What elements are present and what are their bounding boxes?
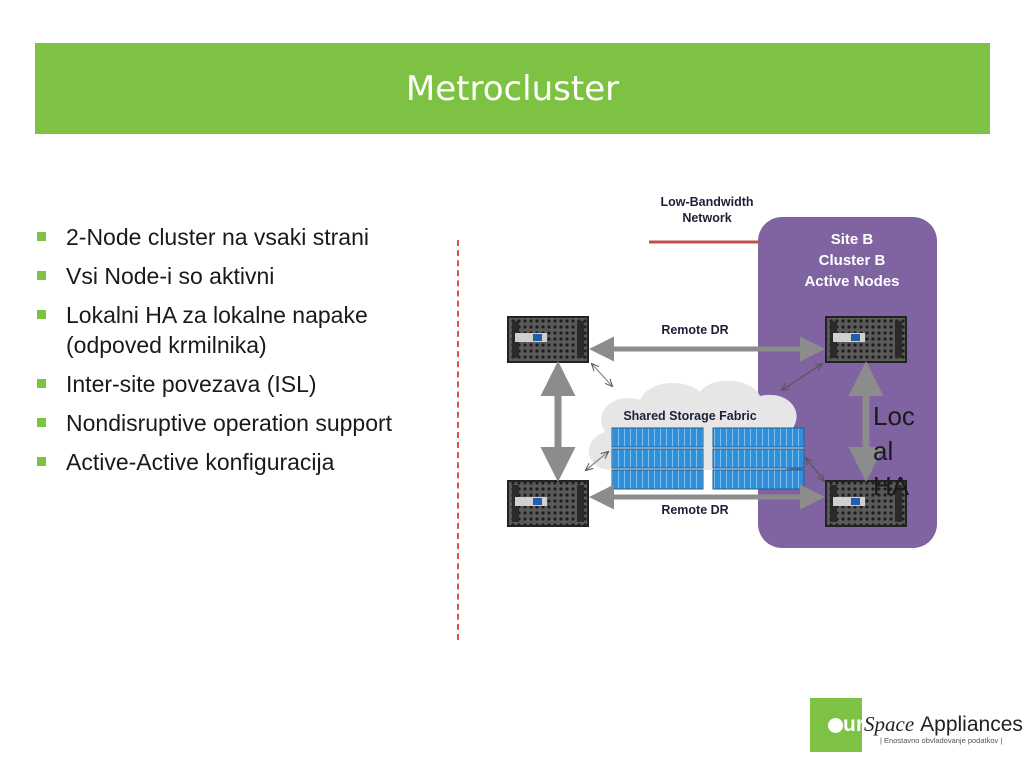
local-ha-label: Loc xyxy=(873,401,915,431)
controller-site-a-top xyxy=(507,316,589,363)
storage-link xyxy=(782,364,822,390)
fabric-label: Shared Storage Fabric xyxy=(623,409,756,423)
site-b-active-label: Active Nodes xyxy=(804,273,899,290)
bullet-item: Nondisruptive operation support xyxy=(34,408,444,438)
storage-link xyxy=(586,452,608,470)
bullet-list: 2-Node cluster na vsaki strani Vsi Node-… xyxy=(34,222,444,486)
square-bullet-icon xyxy=(37,310,46,319)
storage-link xyxy=(806,458,824,481)
storage-fabric-cloud xyxy=(588,380,804,470)
remote-dr-label-top: Remote DR xyxy=(661,323,728,337)
bullet-item: Lokalni HA za lokalne napake(odpoved krm… xyxy=(34,300,444,360)
logo-tagline: | Enostavno obvladovanje podatkov | xyxy=(880,736,1003,745)
square-bullet-icon xyxy=(37,379,46,388)
storage-shelf-left xyxy=(611,427,704,490)
site-b-label: Site B xyxy=(831,231,874,248)
site-b-cluster-label: Cluster B xyxy=(819,252,886,269)
square-bullet-icon xyxy=(37,418,46,427)
square-bullet-icon xyxy=(37,457,46,466)
network-label-2: Network xyxy=(682,211,731,225)
local-ha-label-2: al xyxy=(873,436,893,466)
local-ha-label-3: HA xyxy=(873,471,910,501)
bullet-item: 2-Node cluster na vsaki strani xyxy=(34,222,444,252)
storage-shelf-right xyxy=(712,427,805,490)
network-label: Low-Bandwidth xyxy=(660,195,753,209)
dashed-divider xyxy=(457,240,459,640)
bullet-item: Active-Active konfiguracija xyxy=(34,447,444,477)
square-bullet-icon xyxy=(37,271,46,280)
bullet-item: Inter-site povezava (ISL) xyxy=(34,369,444,399)
remote-dr-label-bottom: Remote DR xyxy=(661,503,728,517)
logo-circle-icon xyxy=(828,717,843,733)
bullet-item: Vsi Node-i so aktivni xyxy=(34,261,444,291)
title-bar: Metrocluster xyxy=(35,43,990,134)
controller-site-b-top xyxy=(825,316,907,363)
slide-title: Metrocluster xyxy=(405,68,620,109)
storage-link xyxy=(592,364,612,386)
controller-site-b-bottom xyxy=(825,480,907,527)
square-bullet-icon xyxy=(37,232,46,241)
controller-site-a-bottom xyxy=(507,480,589,527)
